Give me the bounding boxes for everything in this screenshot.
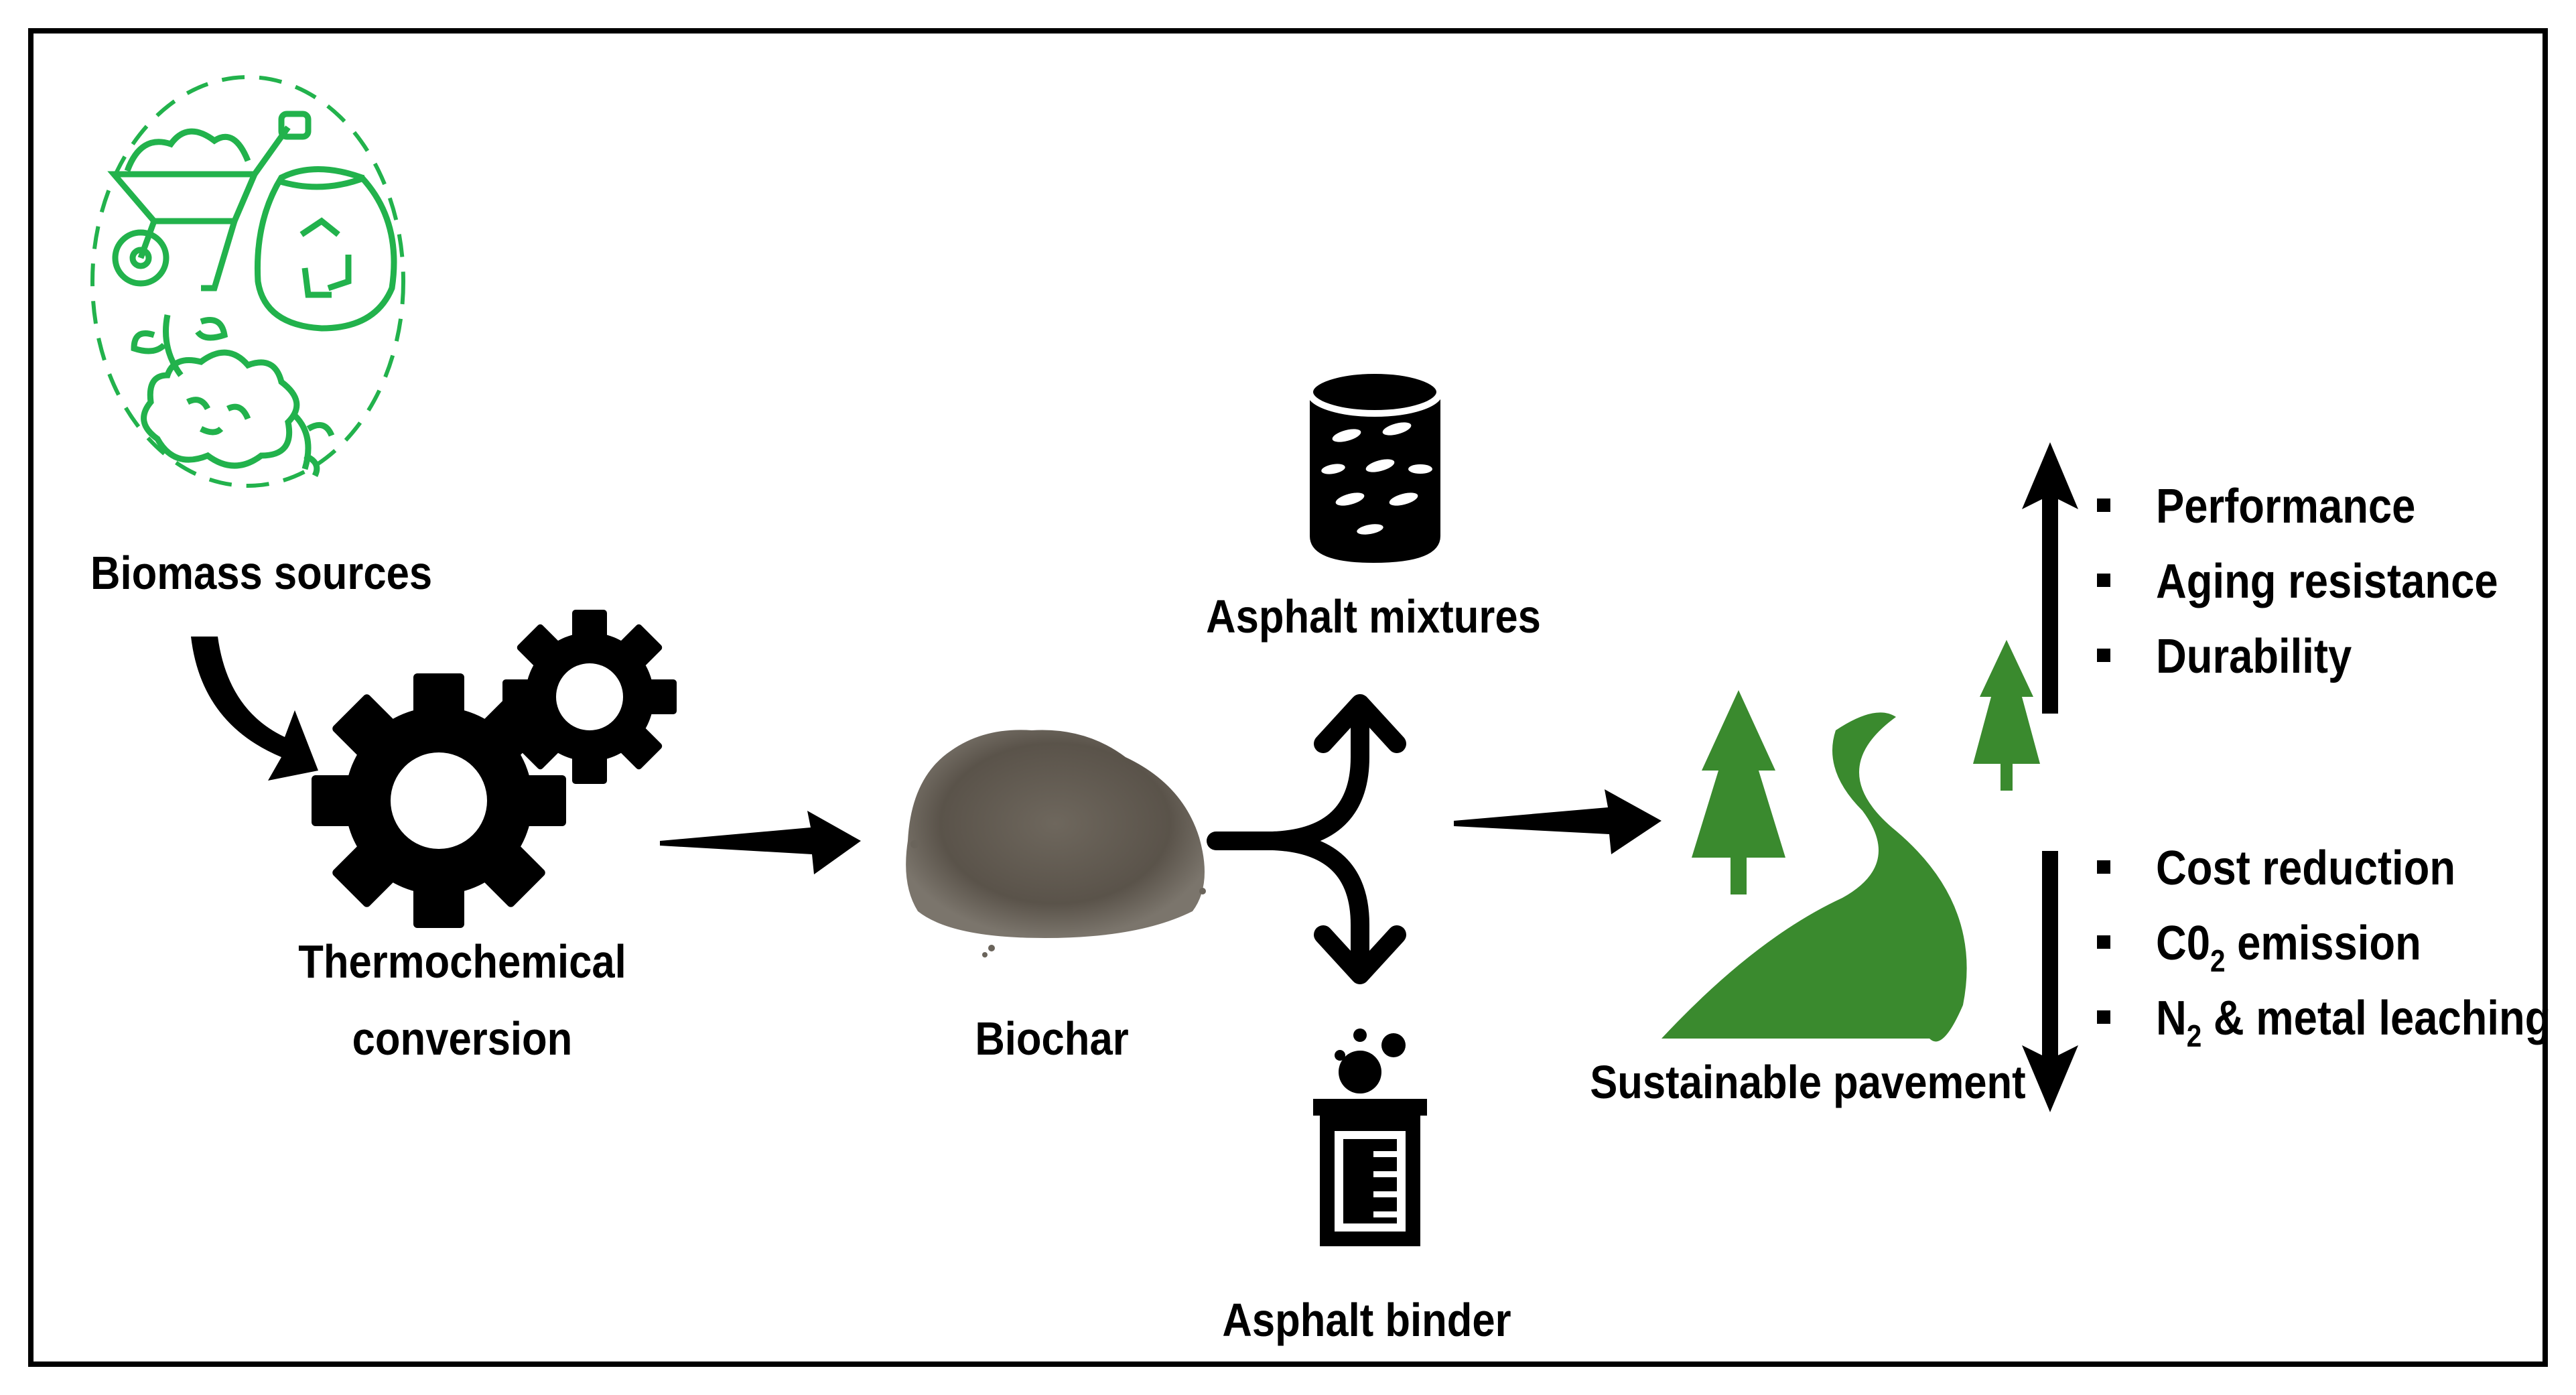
label-biomass-sources: Biomass sources [90,547,433,599]
tree-icon [1692,640,2040,894]
decrease-item-co2: C02 emission [2097,906,2576,981]
decrease-item-n2: N2 & metal leaching [2097,981,2576,1056]
increase-list: Performance Aging resistance Durability [2097,469,2545,694]
label-biochar: Biochar [975,1012,1129,1065]
arrow-to-pavement [1454,789,1662,854]
gears-icon [312,610,677,928]
branch-arrow [1207,694,1406,984]
label-thermochemical: Thermochemical conversion [285,935,639,1065]
increase-item: Aging resistance [2097,544,2545,619]
decrease-list: Cost reduction C02 emission N2 & metal l… [2097,831,2576,1056]
biomass-icon [90,75,405,488]
label-thermochemical-line2: conversion [352,1012,573,1065]
increase-item: Durability [2097,619,2545,694]
label-asphalt-binder: Asphalt binder [1222,1294,1511,1346]
decrease-arrow [2022,851,2078,1112]
label-asphalt-mixtures: Asphalt mixtures [1206,590,1541,643]
label-thermochemical-line1: Thermochemical [298,935,626,988]
road-icon [1662,712,1967,1042]
increase-item: Performance [2097,469,2545,544]
asphalt-drum-icon [1306,367,1443,563]
biochar-powder-icon [906,730,1206,957]
arrow-to-biochar [660,811,861,874]
label-sustainable-pavement: Sustainable pavement [1590,1056,2026,1108]
beaker-icon [1313,1028,1427,1246]
decrease-item-cost: Cost reduction [2097,831,2576,906]
increase-arrow [2022,442,2078,714]
curved-arrow [191,637,318,781]
